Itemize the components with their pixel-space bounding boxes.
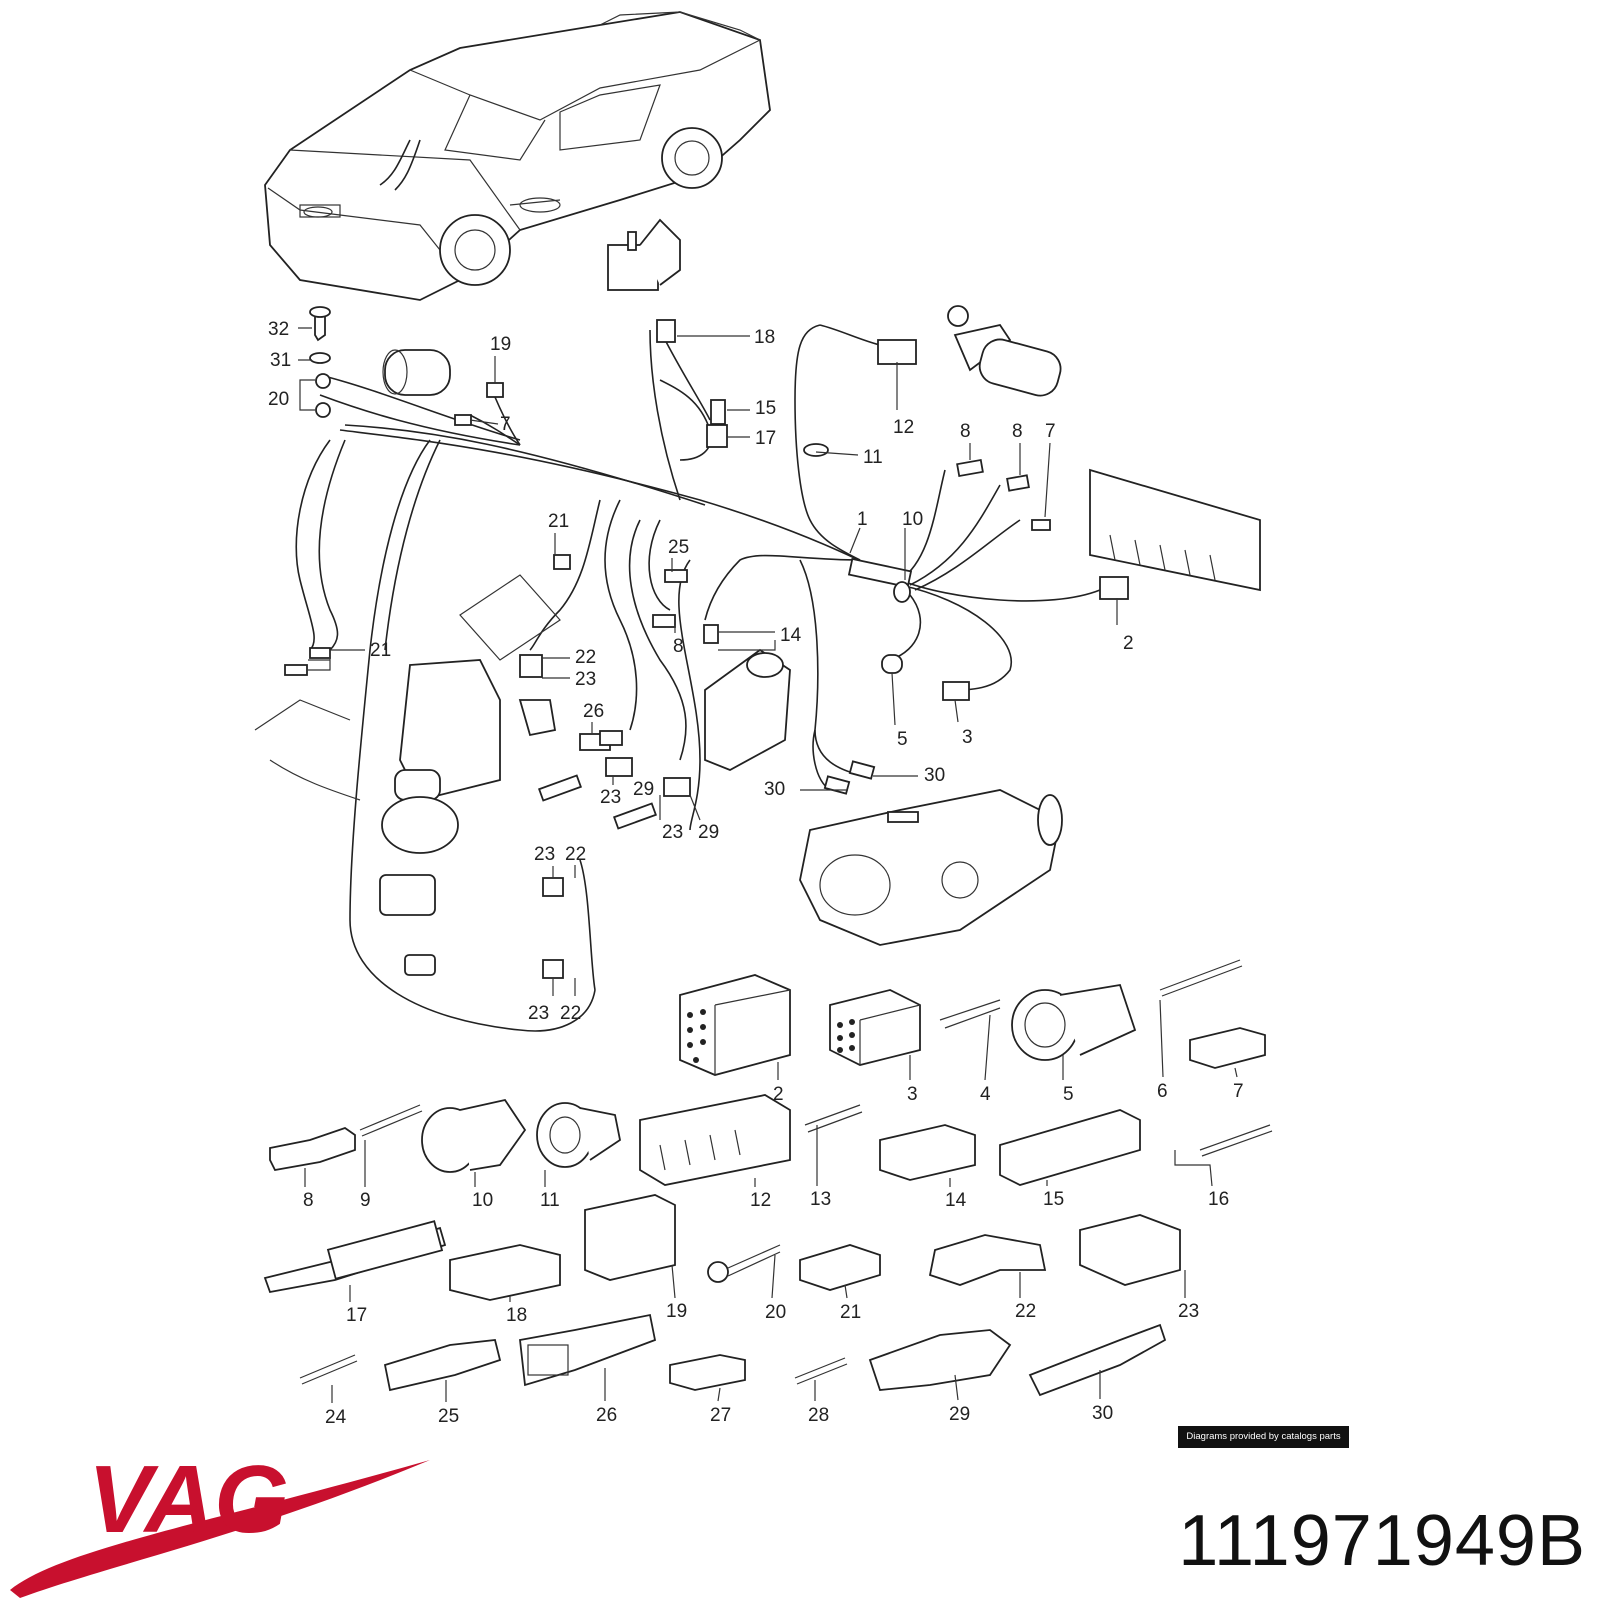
callout-21: 21 bbox=[840, 1302, 861, 1323]
callout-3: 3 bbox=[962, 727, 973, 748]
relay-bracket bbox=[607, 218, 681, 291]
callout-30: 30 bbox=[764, 779, 785, 800]
callout-18: 18 bbox=[506, 1305, 527, 1326]
callout-28: 28 bbox=[808, 1405, 829, 1426]
callout-17: 17 bbox=[755, 428, 776, 449]
callout-31: 31 bbox=[270, 350, 291, 371]
callout-29: 29 bbox=[698, 822, 719, 843]
callout-20: 20 bbox=[765, 1302, 786, 1323]
callout-7: 7 bbox=[500, 414, 511, 435]
callout-10: 10 bbox=[902, 509, 923, 530]
callout-21: 21 bbox=[370, 640, 391, 661]
callout-29: 29 bbox=[949, 1404, 970, 1425]
callout-8: 8 bbox=[673, 636, 684, 657]
engine-area bbox=[254, 554, 1063, 979]
logo-swoosh bbox=[10, 1460, 430, 1598]
callout-25: 25 bbox=[438, 1406, 459, 1427]
callout-27: 27 bbox=[710, 1405, 731, 1426]
callout-8: 8 bbox=[1012, 421, 1023, 442]
callout-29: 29 bbox=[633, 779, 654, 800]
callout-13: 13 bbox=[810, 1189, 831, 1210]
callout-12: 12 bbox=[750, 1190, 771, 1211]
callout-9: 9 bbox=[360, 1190, 371, 1211]
callout-20: 20 bbox=[268, 389, 289, 410]
callout-22: 22 bbox=[1015, 1301, 1036, 1322]
callout-3: 3 bbox=[907, 1084, 918, 1105]
callout-10: 10 bbox=[472, 1190, 493, 1211]
callout-22: 22 bbox=[575, 647, 596, 668]
callout-25: 25 bbox=[668, 537, 689, 558]
callout-23: 23 bbox=[600, 787, 621, 808]
callout-14: 14 bbox=[780, 625, 802, 646]
callout-labels: 32 31 20 19 7 18 15 17 12 11 8 8 7 1 10 … bbox=[268, 319, 1244, 1428]
callout-4: 4 bbox=[980, 1084, 991, 1105]
callout-22: 22 bbox=[560, 1003, 581, 1024]
callout-23: 23 bbox=[534, 844, 555, 865]
callout-26: 26 bbox=[596, 1405, 617, 1426]
callout-22: 22 bbox=[565, 844, 586, 865]
callout-2: 2 bbox=[773, 1084, 784, 1105]
callout-32: 32 bbox=[268, 319, 289, 340]
callout-17: 17 bbox=[346, 1305, 367, 1326]
callout-12: 12 bbox=[893, 417, 914, 438]
leader-lines bbox=[298, 327, 1238, 1403]
parts-grid bbox=[263, 959, 1273, 1397]
part-number: 111971949B bbox=[1178, 1501, 1586, 1581]
callout-6: 6 bbox=[1157, 1081, 1168, 1102]
callout-23: 23 bbox=[662, 822, 683, 843]
callout-15: 15 bbox=[1043, 1189, 1064, 1210]
main-harness bbox=[295, 324, 1101, 1032]
credit-label: Diagrams provided by catalogs parts bbox=[1178, 1426, 1349, 1448]
callout-5: 5 bbox=[897, 729, 908, 750]
callout-23: 23 bbox=[528, 1003, 549, 1024]
callout-18: 18 bbox=[754, 327, 775, 348]
callout-23: 23 bbox=[575, 669, 596, 690]
car-illustration bbox=[264, 11, 771, 301]
callout-7: 7 bbox=[1045, 421, 1056, 442]
callout-2: 2 bbox=[1123, 633, 1134, 654]
callout-19: 19 bbox=[490, 334, 511, 355]
callout-8: 8 bbox=[960, 421, 971, 442]
callout-21: 21 bbox=[548, 511, 569, 532]
vag-logo: VAG bbox=[10, 1446, 430, 1598]
logo-text: VAG bbox=[88, 1446, 289, 1553]
callout-15: 15 bbox=[755, 398, 776, 419]
callout-11: 11 bbox=[540, 1190, 560, 1211]
callout-14: 14 bbox=[945, 1190, 967, 1211]
callout-23: 23 bbox=[1178, 1301, 1199, 1322]
callout-16: 16 bbox=[1208, 1189, 1229, 1210]
callout-26: 26 bbox=[583, 701, 604, 722]
callout-5: 5 bbox=[1063, 1084, 1074, 1105]
callout-7: 7 bbox=[1233, 1081, 1244, 1102]
callout-24: 24 bbox=[325, 1407, 347, 1428]
callout-30: 30 bbox=[1092, 1403, 1113, 1424]
callout-19: 19 bbox=[666, 1301, 687, 1322]
callout-30: 30 bbox=[924, 765, 945, 786]
callout-11: 11 bbox=[863, 447, 883, 468]
top-left-components bbox=[309, 305, 1261, 600]
callout-1: 1 bbox=[857, 509, 868, 530]
callout-8: 8 bbox=[303, 1190, 314, 1211]
